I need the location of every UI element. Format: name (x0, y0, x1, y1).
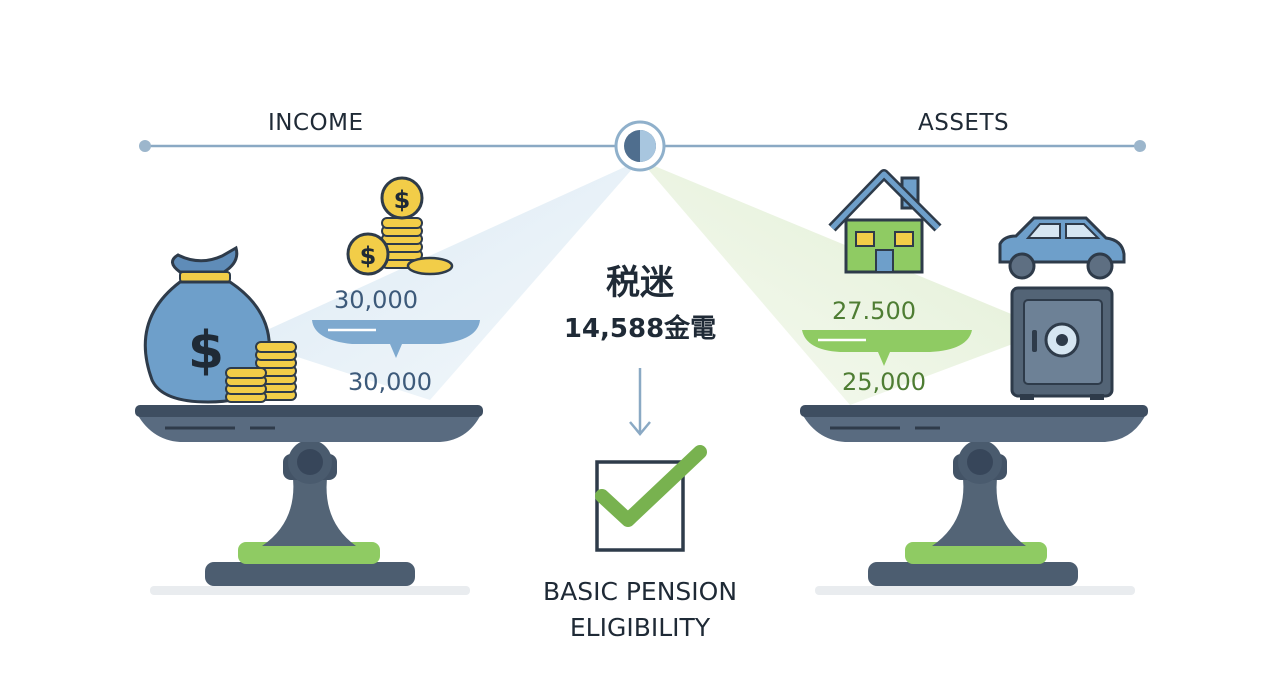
center-amount: 14,588金電 (563, 314, 717, 344)
svg-text:$: $ (188, 321, 224, 381)
pivot-icon (614, 120, 666, 172)
balance-line-end-right (1134, 140, 1146, 152)
coin-stack-icon (225, 341, 297, 403)
coin (255, 341, 297, 353)
result-line-1: BASIC PENSION (542, 577, 738, 606)
assets-scale (800, 405, 1148, 595)
assets-value-lower: 25,000 (842, 368, 926, 396)
balance-line-end-left (139, 140, 151, 152)
coin (225, 367, 267, 379)
income-value-upper: 30,000 (334, 286, 418, 314)
income-value-lower: 30,000 (348, 368, 432, 396)
assets-value-upper: 27.500 (832, 297, 916, 325)
assets-bowl (802, 330, 972, 366)
result-line-2: ELIGIBILITY (569, 613, 711, 642)
car-icon (998, 216, 1126, 280)
checkbox-check-icon (595, 445, 707, 552)
income-scale (135, 405, 483, 595)
svg-text:$: $ (360, 242, 377, 270)
dollar-coin-icon: $ $ (346, 176, 454, 276)
safe-icon (1010, 286, 1114, 400)
svg-text:$: $ (394, 186, 411, 214)
arrow-down-icon (629, 368, 651, 436)
income-label: INCOME (268, 110, 364, 136)
center-title: 税迷 (606, 263, 674, 303)
house-icon (828, 169, 942, 274)
income-bowl (312, 320, 480, 358)
assets-label: ASSETS (918, 110, 1010, 136)
